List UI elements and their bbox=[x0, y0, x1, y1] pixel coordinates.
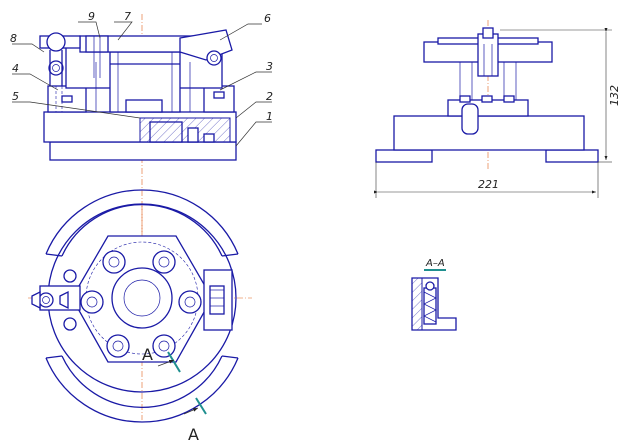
part-label-7: 7 bbox=[124, 10, 131, 23]
nut-left-top bbox=[63, 269, 77, 283]
pin bbox=[187, 127, 199, 143]
right-jaw bbox=[203, 85, 235, 113]
section-a-a: A–A bbox=[411, 258, 457, 331]
wing-nut-9 bbox=[46, 32, 66, 52]
section-ball bbox=[425, 281, 435, 291]
hole-1-inner bbox=[108, 256, 120, 268]
leader-7 bbox=[114, 21, 133, 41]
plan-view: A A bbox=[28, 189, 252, 444]
side-latch bbox=[461, 103, 479, 135]
section-arrow-upper bbox=[157, 359, 175, 367]
dim-221-text: 221 bbox=[478, 178, 499, 191]
part-label-2: 2 bbox=[266, 90, 273, 103]
left-wing-nut bbox=[38, 292, 54, 308]
eccentric-8 bbox=[48, 60, 64, 76]
outer-ring-top-end-right bbox=[221, 253, 239, 257]
section-spring-pocket bbox=[423, 287, 437, 325]
nut-left-bottom bbox=[63, 317, 77, 331]
right-nut bbox=[213, 91, 225, 99]
outer-ring-bottom-end-right bbox=[221, 355, 239, 359]
right-latch-block bbox=[203, 269, 233, 331]
part-label-4: 4 bbox=[12, 62, 19, 75]
hole-3 bbox=[80, 290, 104, 314]
leader-4 bbox=[12, 73, 59, 91]
hole-6 bbox=[152, 334, 176, 358]
side-foot-left bbox=[375, 149, 433, 163]
leader-8 bbox=[12, 43, 45, 53]
leader-1 bbox=[235, 121, 272, 147]
side-foot-right bbox=[545, 149, 599, 163]
left-wing-tab-2 bbox=[59, 290, 69, 310]
lever-6-roller bbox=[206, 50, 222, 66]
outer-ring-bottom-end-left bbox=[45, 355, 63, 359]
part-label-6: 6 bbox=[264, 12, 271, 25]
central-bore bbox=[111, 267, 173, 329]
outer-ring-bottom-inner bbox=[61, 355, 223, 408]
outer-ring-top-outer bbox=[45, 189, 239, 255]
side-screw-body bbox=[477, 33, 499, 77]
hole-2 bbox=[152, 250, 176, 274]
outer-ring-bottom-outer bbox=[45, 357, 239, 423]
side-nut-3 bbox=[503, 95, 515, 103]
hole-6-inner bbox=[158, 340, 170, 352]
lever-6-roller-core bbox=[210, 54, 218, 62]
small-screw bbox=[203, 133, 215, 143]
leader-3 bbox=[219, 71, 272, 91]
right-latch-inner bbox=[209, 285, 225, 315]
hole-3-inner bbox=[86, 296, 98, 308]
section-cut-upper bbox=[167, 351, 181, 373]
left-wing-nut-core bbox=[42, 296, 50, 304]
part-label-3: 3 bbox=[266, 60, 273, 73]
hole-4-inner bbox=[184, 296, 196, 308]
front-view: 8 9 7 6 4 5 3 2 1 bbox=[10, 10, 273, 240]
hole-1 bbox=[102, 250, 126, 274]
part-label-8: 8 bbox=[10, 32, 17, 45]
part-label-5: 5 bbox=[12, 90, 19, 103]
leader-5 bbox=[12, 101, 141, 119]
section-title: A–A bbox=[425, 258, 445, 269]
side-view: 132 221 bbox=[373, 20, 621, 198]
leader-6 bbox=[219, 23, 262, 41]
hole-5 bbox=[106, 334, 130, 358]
part-label-9: 9 bbox=[88, 10, 95, 23]
part-label-1: 1 bbox=[266, 110, 273, 123]
section-arrow-lower bbox=[183, 407, 199, 415]
section-mark-lower: A bbox=[188, 425, 199, 444]
side-screw-head bbox=[482, 27, 494, 39]
section-spring bbox=[423, 291, 437, 323]
central-bore-inner bbox=[123, 279, 161, 317]
section-cut-lower bbox=[195, 397, 207, 415]
side-nut-2 bbox=[481, 95, 493, 103]
leader-9 bbox=[78, 21, 101, 39]
hole-4 bbox=[178, 290, 202, 314]
leader-2 bbox=[235, 101, 272, 119]
insert-hatch bbox=[149, 121, 183, 143]
left-nut bbox=[61, 95, 73, 103]
dim-132-text: 132 bbox=[608, 85, 621, 106]
hole-2-inner bbox=[158, 256, 170, 268]
base-plate bbox=[49, 141, 237, 161]
section-hatch-left bbox=[411, 277, 423, 331]
side-nut-1 bbox=[459, 95, 471, 103]
hole-5-inner bbox=[112, 340, 124, 352]
eccentric-8-core bbox=[52, 64, 60, 72]
left-wing-tab bbox=[31, 290, 41, 310]
outer-ring-top-end-left bbox=[45, 253, 63, 257]
side-body bbox=[393, 115, 585, 151]
cylinder-foot bbox=[125, 99, 163, 113]
screw-head-7 bbox=[85, 35, 109, 53]
section-mark-upper: A bbox=[142, 345, 153, 364]
outer-ring-top-inner bbox=[61, 204, 223, 257]
